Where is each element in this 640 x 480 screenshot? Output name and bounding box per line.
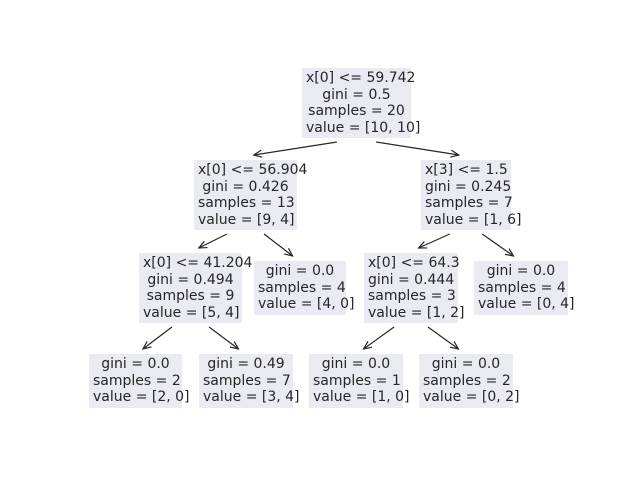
node-line: gini = 0.0 [101,356,170,372]
node-line: gini = 0.5 [322,86,391,103]
node-line: value = [1, 6] [425,211,522,228]
edge-n3-to-n7 [143,326,173,349]
edge-n2-to-n6 [481,233,513,256]
node-line: gini = 0.444 [368,271,455,288]
node-line: gini = 0.0 [486,263,556,279]
node-line: x[0] <= 41.204 [143,255,253,271]
node-line: x[3] <= 1.5 [425,162,508,178]
node-line: samples = 4 [478,279,566,296]
tree-node-n10: gini = 0.0 samples = 2 value = [0, 2] [419,354,520,408]
edge-n1-to-n4 [263,233,293,256]
tree-node-n1: x[0] <= 56.904 gini = 0.426 samples = 13… [194,160,308,230]
node-line: gini = 0.245 [425,178,512,195]
node-line: gini = 0.426 [202,178,289,195]
node-line: value = [0, 4] [478,296,575,312]
node-line: samples = 2 [423,372,511,389]
edge-n3-to-n8 [208,326,238,349]
edge-root-to-n1 [254,141,337,155]
node-line: samples = 1 [313,372,401,389]
node-line: value = [0, 2] [423,389,520,405]
edge-root-to-n2 [376,141,459,155]
node-line: samples = 4 [258,279,346,296]
node-line: value = [1, 0] [313,389,410,405]
node-line: samples = 7 [425,195,513,211]
node-line: x[0] <= 59.742 [306,70,416,86]
node-line: value = [4, 0] [258,296,355,312]
node-line: samples = 9 [146,288,235,304]
node-line: samples = 2 [93,372,181,389]
tree-node-n8: gini = 0.49 samples = 7 value = [3, 4] [199,354,300,408]
node-line: samples = 13 [198,195,295,211]
edge-n1-to-n3 [199,233,228,248]
node-line: samples = 7 [203,372,291,389]
tree-node-n7: gini = 0.0 samples = 2 value = [2, 0] [89,354,190,408]
node-line: gini = 0.0 [431,356,501,372]
edge-n5-to-n9 [364,326,395,349]
node-line: value = [10, 10] [306,119,421,136]
node-line: value = [2, 0] [93,389,190,405]
tree-node-n4: gini = 0.0 samples = 4 value = [4, 0] [254,261,355,315]
tree-node-n3: x[0] <= 41.204 gini = 0.494 samples = 9 … [139,253,253,323]
node-line: gini = 0.0 [265,263,335,279]
node-line: samples = 3 [368,288,456,304]
edge-n5-to-n10 [427,326,459,349]
node-line: value = [9, 4] [198,211,295,228]
node-line: value = [3, 4] [203,389,300,405]
tree-node-n5: x[0] <= 64.3 gini = 0.444 samples = 3 va… [364,253,465,323]
tree-node-n6: gini = 0.0 samples = 4 value = [0, 4] [474,261,575,315]
node-line: value = [1, 2] [368,304,465,321]
node-line: samples = 20 [308,103,405,119]
node-line: x[0] <= 64.3 [368,255,460,271]
node-line: value = [5, 4] [143,304,240,321]
tree-node-root: x[0] <= 59.742 gini = 0.5 samples = 20 v… [302,68,421,138]
edge-n2-to-n5 [419,233,451,248]
node-line: gini = 0.0 [321,356,391,372]
tree-node-n2: x[3] <= 1.5 gini = 0.245 samples = 7 val… [421,160,522,230]
node-line: gini = 0.494 [147,271,234,288]
tree-node-n9: gini = 0.0 samples = 1 value = [1, 0] [309,354,410,408]
node-line: gini = 0.49 [207,356,285,372]
node-line: x[0] <= 56.904 [198,162,308,178]
